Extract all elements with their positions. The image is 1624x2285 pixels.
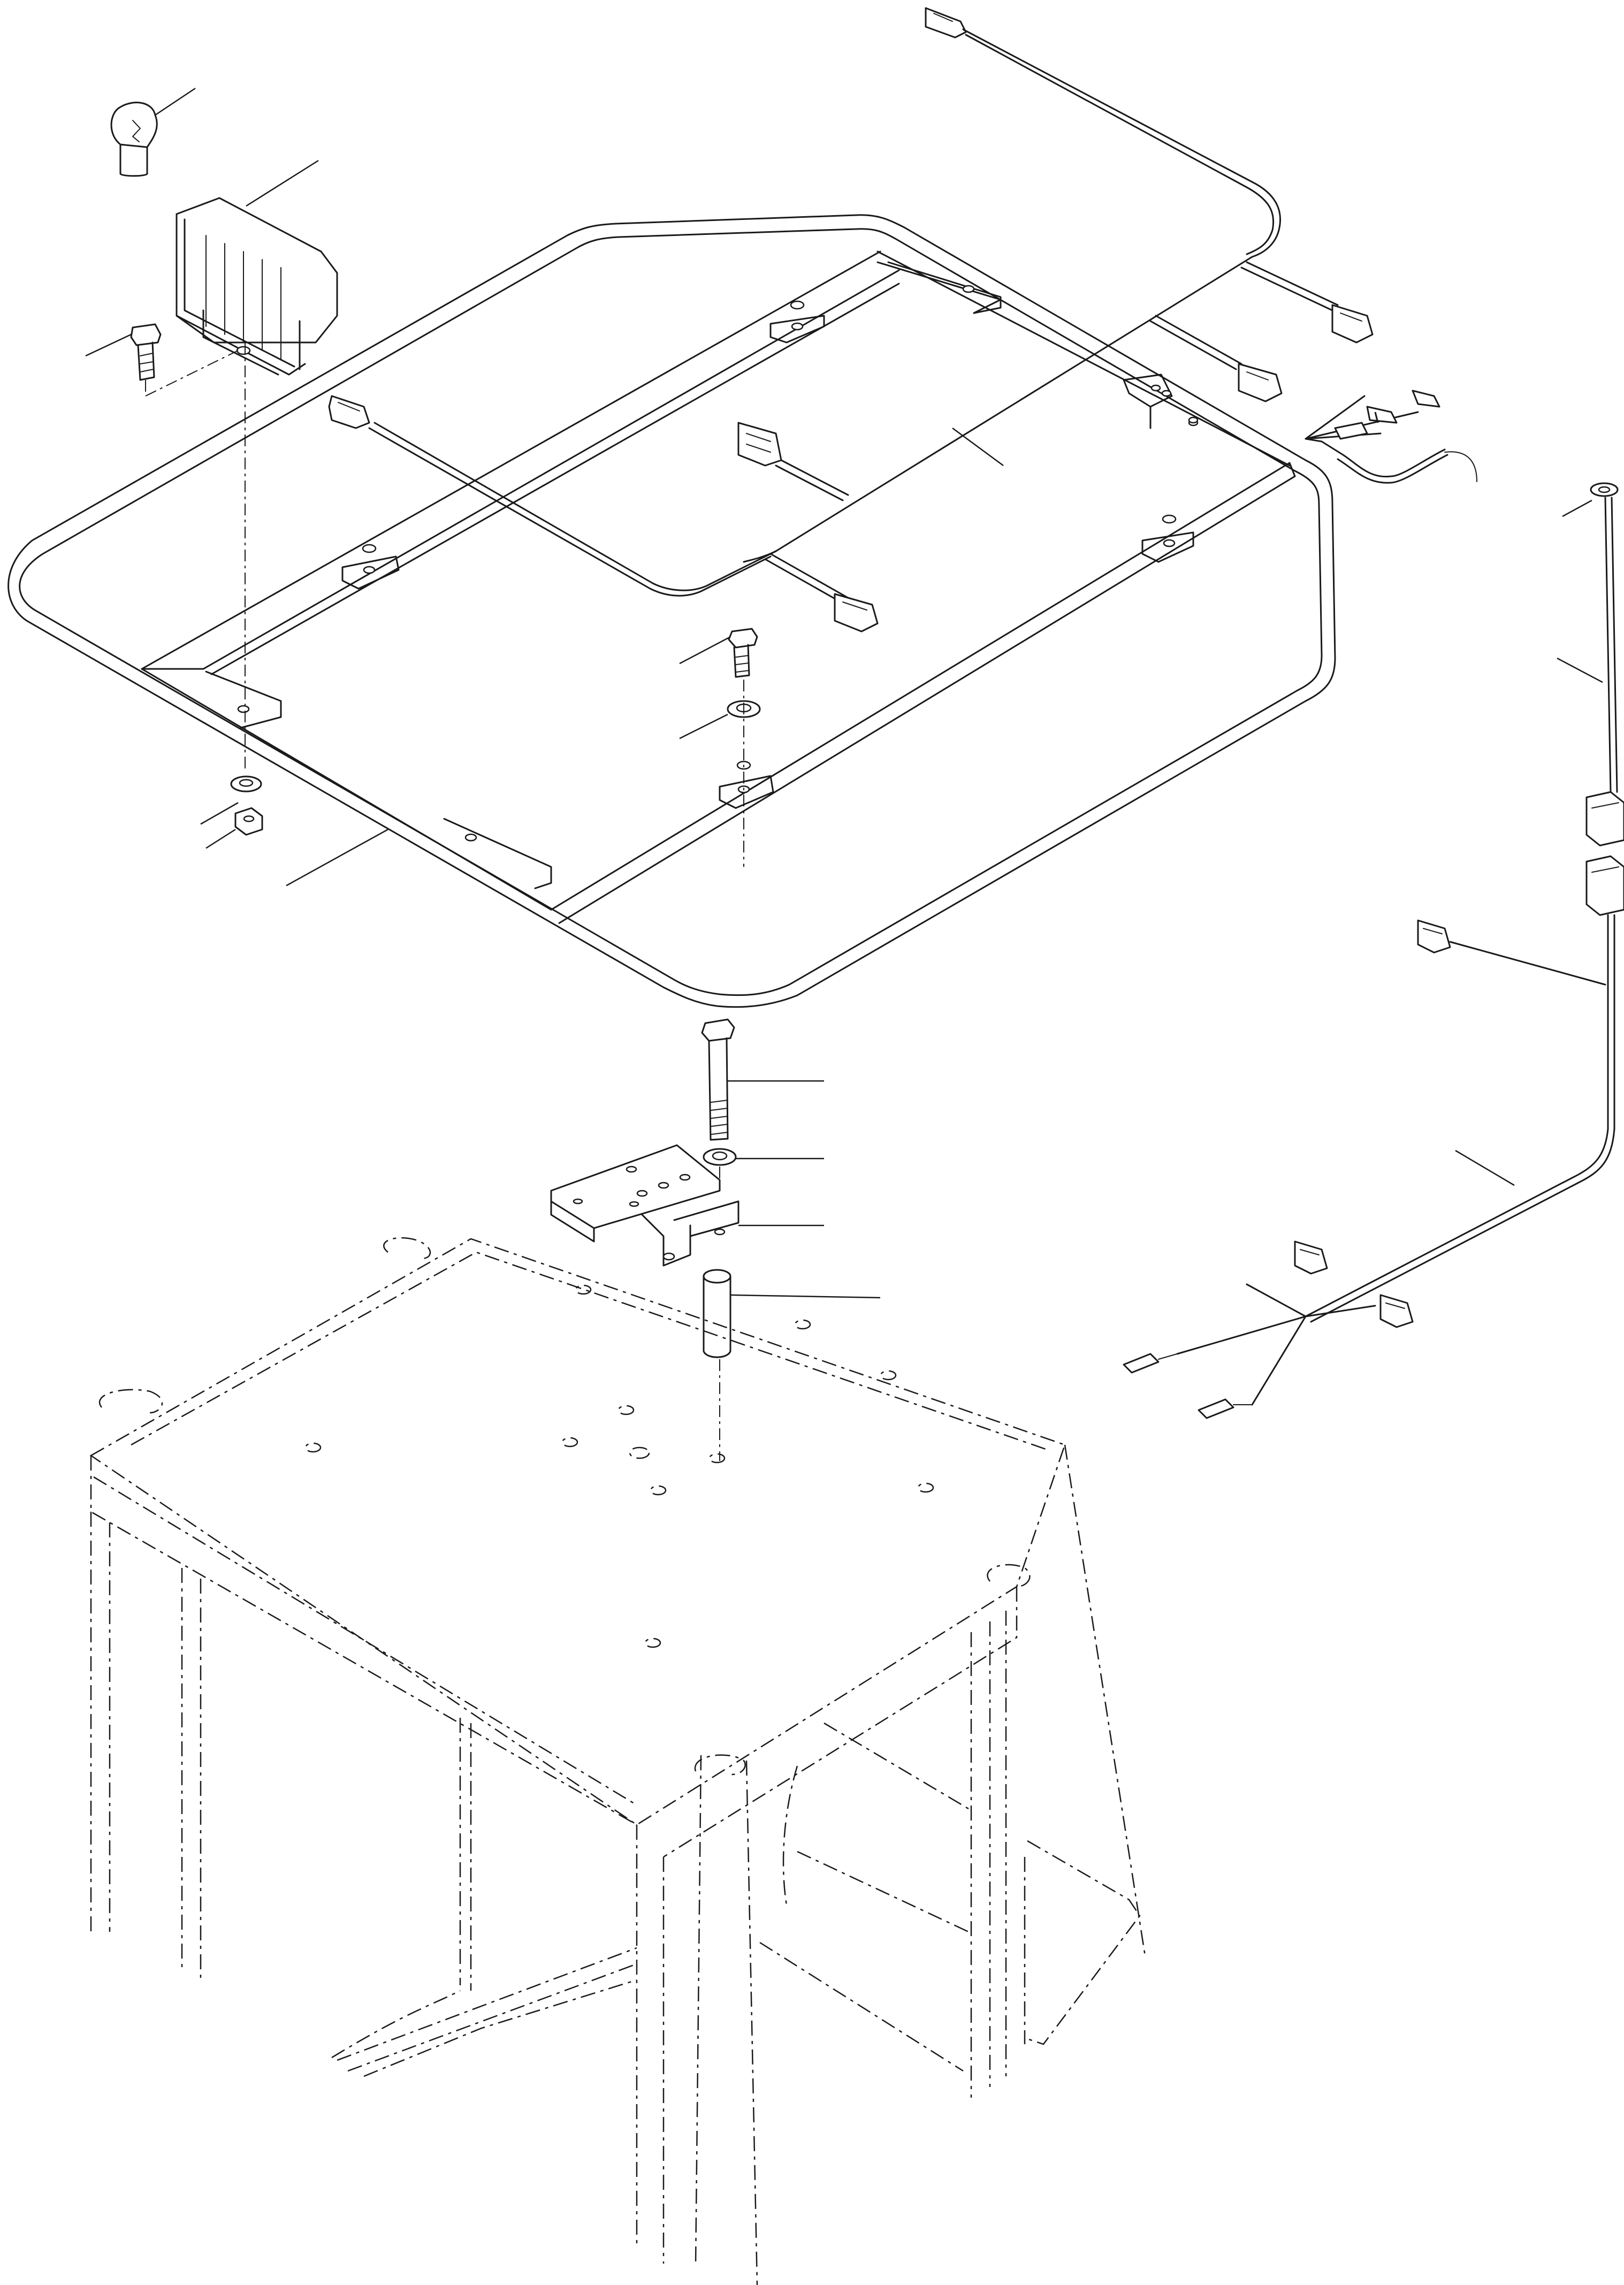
- cab-roof-phantom-icon: [89, 1237, 1146, 2285]
- wiring-harness-icon: [328, 7, 1624, 1419]
- washer-icon: [230, 700, 761, 1166]
- lamp-bolt-icon: [728, 628, 758, 678]
- long-bolt-icon: [701, 1018, 735, 1141]
- nut-icon: [234, 807, 263, 836]
- roll-bar-frame-icon: [7, 214, 1336, 1008]
- center-lines: [145, 342, 744, 1461]
- leader-lines: [85, 87, 1603, 1299]
- lamp-bolt-icon: [130, 323, 162, 396]
- spacer-tube-icon: [703, 1269, 731, 1358]
- mount-bracket-icon: [550, 1144, 739, 1267]
- work-lamp-icon: [176, 197, 338, 376]
- bulb-icon: [110, 102, 158, 177]
